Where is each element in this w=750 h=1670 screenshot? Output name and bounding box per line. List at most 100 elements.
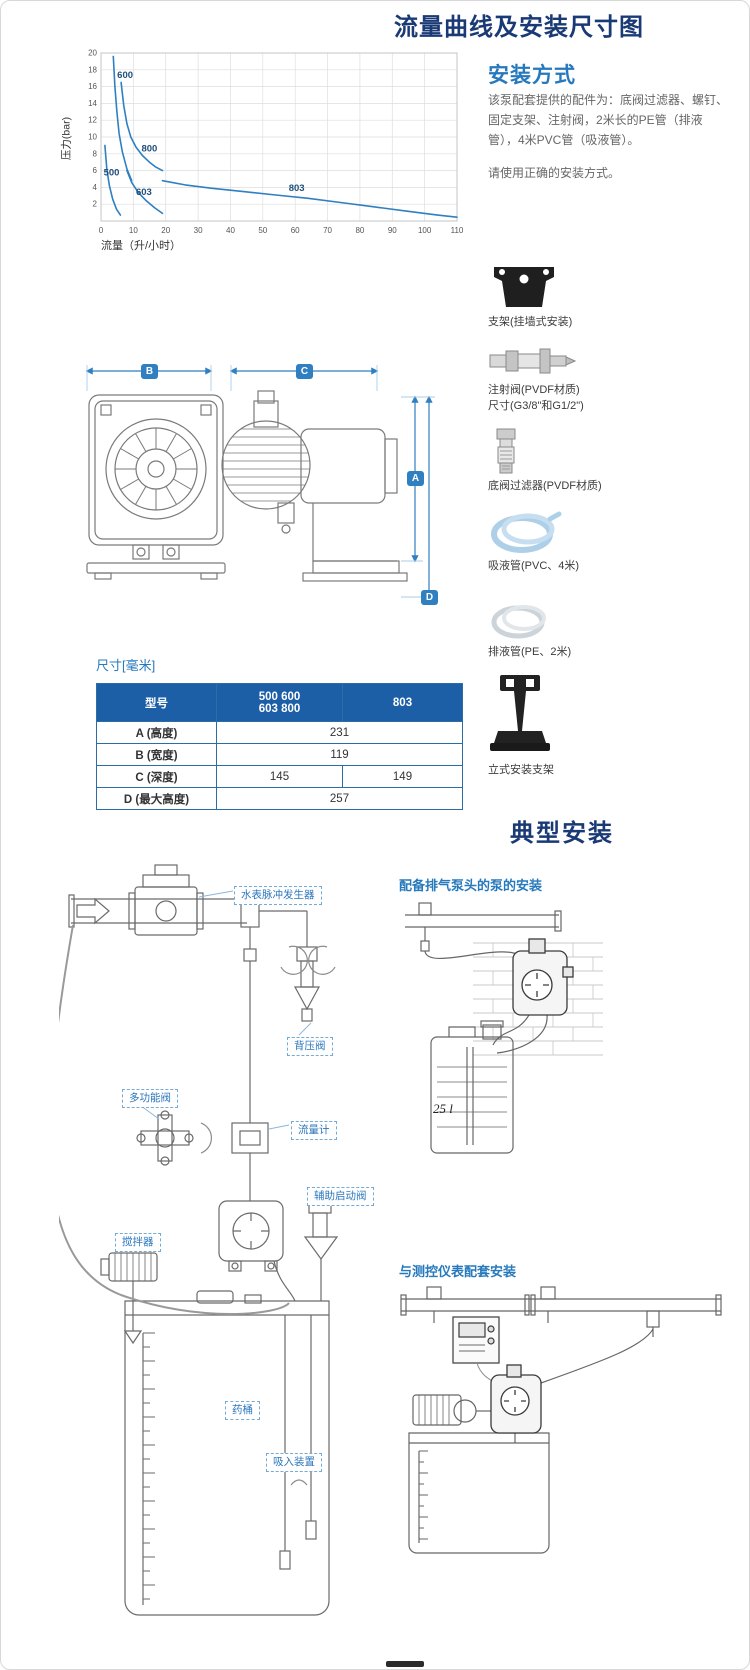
tank-capacity-label: 25 l [433,1101,453,1116]
install-paragraph-2: 请使用正确的安装方式。 [488,166,621,181]
instrument-install-diagram [397,1285,727,1645]
footer-mark [386,1661,424,1667]
list-item: 排液管(PE、2米) [488,599,736,661]
cell-value: 145 [216,765,343,788]
pump-drawing-svg [85,365,435,599]
chart-xlabel: 流量（升/小时） [101,240,182,252]
cell-value: 257 [216,787,463,810]
list-item: 支架(挂墙式安装) [488,257,736,331]
svg-text:100: 100 [418,226,432,235]
svg-text:20: 20 [161,226,170,235]
cell-value: 231 [216,721,463,744]
table-row: B (宽度) 119 [96,743,463,766]
degas-install-heading: 配备排气泵头的泵的安装 [399,878,543,893]
installation-diagram-svg [48,864,339,1616]
dimensions-caption: 尺寸[毫米] [96,658,156,673]
floor-stand-icon [490,674,550,751]
svg-text:60: 60 [291,226,300,235]
dimensions-table: 型号 500 600 603 800 803 A (高度) 231 B (宽度)… [96,683,463,810]
svg-text:4: 4 [93,183,98,192]
svg-text:803: 803 [289,183,305,194]
dimension-marker-a: A [407,471,424,486]
pump-dimension-drawings [71,357,471,625]
degas-install-diagram [397,897,727,1247]
svg-text:70: 70 [323,226,332,235]
dimension-marker-c: C [296,364,313,379]
pump-side-view [221,390,408,582]
column-header-803: 803 [342,683,463,722]
label-multifunction-valve: 多功能阀 [122,1089,178,1108]
label-auxiliary-start-valve: 辅助启动阀 [307,1187,374,1206]
svg-text:90: 90 [388,226,397,235]
svg-text:800: 800 [141,143,157,154]
install-method-heading: 安装方式 [488,64,576,87]
list-item: 吸液管(PVC、4米) [488,507,736,575]
degas-diagram-svg [405,902,603,1154]
row-label-d: D (最大高度) [96,787,217,810]
accessory-label: 支架(挂墙式安装) [488,316,573,328]
svg-text:16: 16 [88,82,97,91]
svg-text:40: 40 [226,226,235,235]
svg-text:18: 18 [88,65,97,74]
accessory-label: 吸液管(PVC、4米) [488,559,580,572]
list-item: 注射阀(PVDF材质) 尺寸(G3/8"和G1/2") [488,343,736,415]
label-water-meter-pulse-generator: 水表脉冲发生器 [234,886,322,905]
chart-ylabel: 压力(bar) [60,116,73,161]
discharge-tube-icon [491,604,546,639]
list-item: 底阀过滤器(PVDF材质) [488,427,736,495]
suction-tube-icon [491,511,562,553]
instrument-install-heading: 与测控仪表配套安装 [399,1264,517,1279]
instrument-diagram-svg [400,1286,722,1554]
svg-text:500: 500 [104,168,120,179]
column-header-group1-line1: 500 600 [258,690,301,703]
svg-text:10: 10 [129,226,138,235]
injection-valve-icon [489,348,576,374]
accessories-list: 支架(挂墙式安装) 注射阀(PVDF材质) 尺寸(G3/8"和G1/2") [488,257,736,791]
row-label-a: A (高度) [96,721,217,744]
svg-text:2: 2 [93,200,98,209]
column-header-group1-line2: 603 800 [258,702,301,715]
svg-text:603: 603 [136,187,152,198]
table-row: D (最大高度) 257 [96,787,463,810]
svg-text:110: 110 [451,226,464,235]
svg-text:6: 6 [93,166,98,175]
cell-value: 149 [342,765,463,788]
label-chemical-tank: 药桶 [225,1401,260,1420]
svg-text:14: 14 [88,99,97,108]
install-paragraph-1: 该泵配套提供的配件为：底阀过滤器、螺钉、固定支架、注射阀，2米长的PE管（排液管… [488,93,729,147]
label-mixer: 搅拌器 [115,1233,161,1252]
label-flow-meter: 流量计 [291,1121,337,1140]
svg-text:20: 20 [88,49,97,58]
label-suction-device: 吸入装置 [266,1453,322,1472]
foot-valve-filter-icon [496,428,516,474]
row-label-c: C (深度) [96,765,217,788]
dimension-marker-d: D [421,590,438,605]
wall-bracket-icon [494,267,554,307]
column-header-group1: 500 600 603 800 [216,683,343,722]
svg-text:50: 50 [258,226,267,235]
row-label-b: B (宽度) [96,743,217,766]
svg-text:8: 8 [93,149,98,158]
svg-text:12: 12 [88,116,97,125]
install-method-text: 该泵配套提供的配件为：底阀过滤器、螺钉、固定支架、注射阀，2米长的PE管（排液管… [488,91,728,198]
accessory-label: 注射阀(PVDF材质) 尺寸(G3/8"和G1/2") [488,383,584,412]
label-back-pressure-valve: 背压阀 [287,1037,333,1056]
table-header-row: 型号 500 600 603 800 803 [96,683,463,722]
svg-text:30: 30 [194,226,203,235]
accessory-label: 底阀过滤器(PVDF材质) [488,479,602,492]
dimension-marker-b: B [141,364,158,379]
typical-installation-heading: 典型安装 [510,820,614,847]
accessory-label: 立式安装支架 [488,763,554,776]
list-item: 立式安装支架 [488,673,736,779]
table-row: C (深度) 145 149 [96,765,463,788]
table-row: A (高度) 231 [96,721,463,744]
svg-text:10: 10 [88,133,97,142]
svg-text:600: 600 [117,70,133,81]
cell-value: 119 [216,743,463,766]
pump-front-view [86,394,226,580]
page-title: 流量曲线及安装尺寸图 [394,14,644,41]
typical-installation-diagram [48,863,394,1643]
